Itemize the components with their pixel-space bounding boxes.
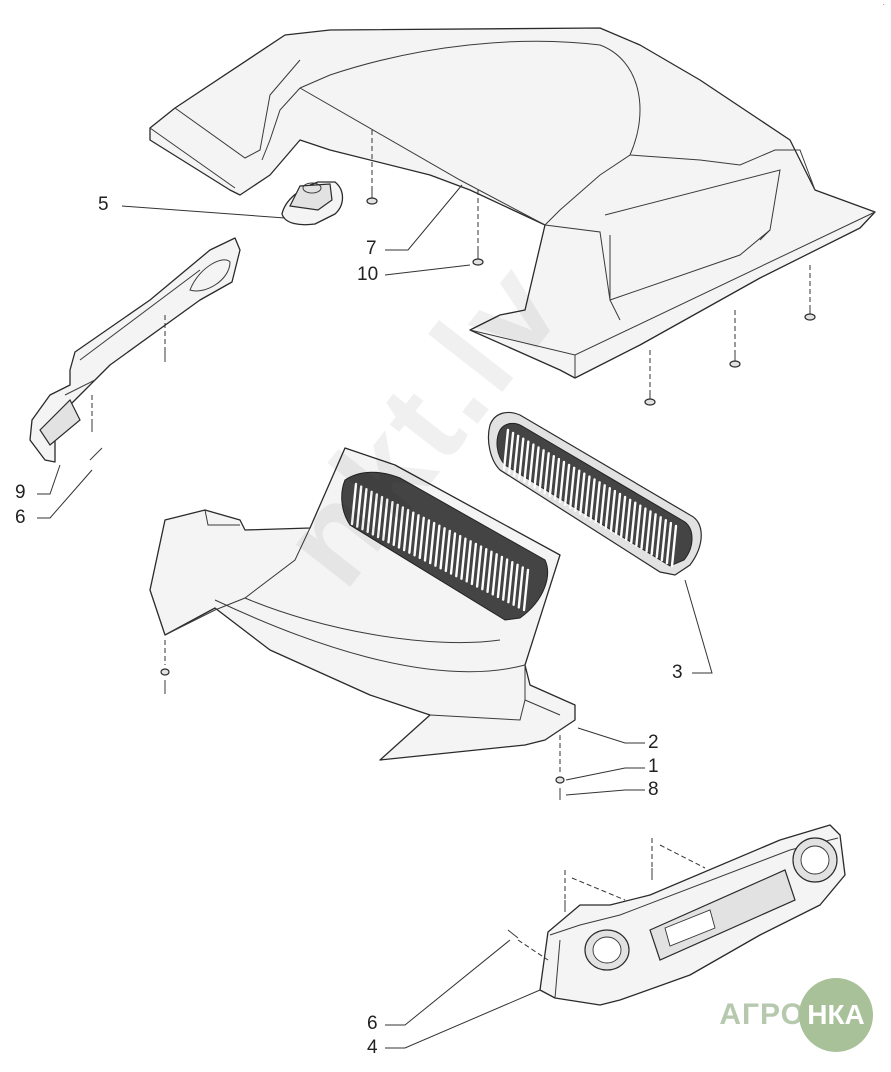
- callout-leaders: [37, 184, 713, 1049]
- brand-logo: АГРО НКА: [719, 978, 873, 1052]
- side-pillar-trim: [29, 237, 241, 463]
- logo-badge: НКА: [799, 978, 873, 1052]
- grille-slat: [491, 553, 498, 596]
- grille-slat: [665, 521, 673, 565]
- logo-text-right: НКА: [807, 999, 865, 1030]
- callout-3: 3: [672, 662, 683, 683]
- rear-shelf-panel: [149, 447, 576, 761]
- grille-insert-slots: [502, 428, 678, 568]
- grille-slat: [408, 511, 415, 554]
- callout-9: 9: [15, 482, 26, 503]
- callout-8: 8: [648, 779, 659, 800]
- grille-slat: [460, 537, 467, 580]
- callout-1: 1: [648, 756, 659, 777]
- grille-slat: [538, 449, 545, 492]
- speaker-panel: [507, 824, 846, 1006]
- grille-slat: [650, 513, 657, 556]
- rear-shelf-grille: [350, 482, 530, 612]
- callout-10: 10: [357, 264, 379, 285]
- grille-slat: [350, 482, 358, 526]
- grille-slat: [584, 475, 591, 518]
- grille-slat: [543, 452, 550, 495]
- grille-slat: [502, 428, 510, 472]
- grille-slat: [428, 521, 436, 565]
- grille-slat: [528, 443, 535, 486]
- grille-slat: [563, 463, 571, 507]
- grille-slat: [548, 454, 556, 498]
- roof-screws: [366, 130, 816, 406]
- grille-slat: [455, 534, 462, 578]
- grille-slat: [645, 510, 652, 553]
- grille-slat: [614, 492, 622, 536]
- grille-slat: [604, 486, 612, 530]
- grille-slat: [444, 529, 452, 573]
- grille-slat: [371, 493, 379, 536]
- grille-slat: [512, 434, 520, 478]
- grille-slat: [481, 547, 488, 591]
- roof-panel: [149, 27, 876, 379]
- grille-slat: [361, 488, 368, 531]
- grille-slat: [594, 481, 601, 524]
- grille-slat: [470, 542, 478, 586]
- grille-slat: [619, 495, 627, 539]
- callout-7: 7: [366, 238, 377, 259]
- grille-slat: [512, 563, 519, 606]
- grille-slat: [366, 490, 373, 534]
- grille-slat: [418, 516, 425, 560]
- callout-5: 5: [98, 194, 109, 215]
- callout-6-upper: 6: [15, 507, 26, 528]
- grille-slat: [413, 514, 420, 557]
- grille-slat: [465, 540, 472, 583]
- grille-slat: [640, 507, 647, 550]
- callout-6-lower: 6: [367, 1013, 378, 1034]
- grille-slat: [609, 489, 617, 533]
- grille-slat: [523, 440, 530, 483]
- grille-slat: [660, 518, 668, 562]
- grille-slat: [392, 503, 399, 547]
- interior-light: [281, 181, 344, 226]
- grille-slat: [635, 504, 642, 547]
- grille-slat: [589, 478, 596, 521]
- grille-slat: [568, 466, 576, 510]
- grille-slat: [553, 457, 561, 501]
- grille-slat: [522, 568, 530, 612]
- grille-slat: [439, 527, 446, 570]
- grille-slat: [579, 472, 586, 515]
- grille-slat: [501, 558, 509, 601]
- grille-slat: [599, 484, 606, 527]
- grille-slat: [376, 495, 384, 539]
- grille-slat: [449, 532, 457, 575]
- grille-slat: [507, 560, 514, 604]
- shelf-fasteners: [160, 640, 565, 800]
- grille-slat: [670, 524, 678, 568]
- grille-slat: [507, 431, 515, 475]
- grille-slat: [397, 506, 405, 549]
- grille-slat: [574, 469, 581, 512]
- corner-mark: ·: [882, 0, 885, 9]
- grille-slat: [387, 501, 394, 544]
- grille-slat: [533, 446, 540, 489]
- logo-text-left: АГРО: [719, 998, 805, 1031]
- grille-slat: [624, 498, 632, 542]
- grille-slat: [558, 460, 566, 504]
- grille-slat: [356, 485, 363, 528]
- grille-slat: [402, 508, 410, 552]
- grille-slat: [475, 545, 483, 588]
- grille-slat: [518, 437, 525, 480]
- grille-slat: [486, 550, 493, 593]
- grille-slat: [434, 524, 441, 567]
- grille-slat: [630, 501, 637, 544]
- grille-slat: [423, 519, 431, 562]
- callout-2: 2: [648, 732, 659, 753]
- grille-slat: [517, 566, 524, 609]
- grille-slat: [496, 555, 504, 599]
- grille-slat: [382, 498, 389, 541]
- grille-slat: [655, 516, 662, 559]
- callout-4: 4: [367, 1037, 378, 1058]
